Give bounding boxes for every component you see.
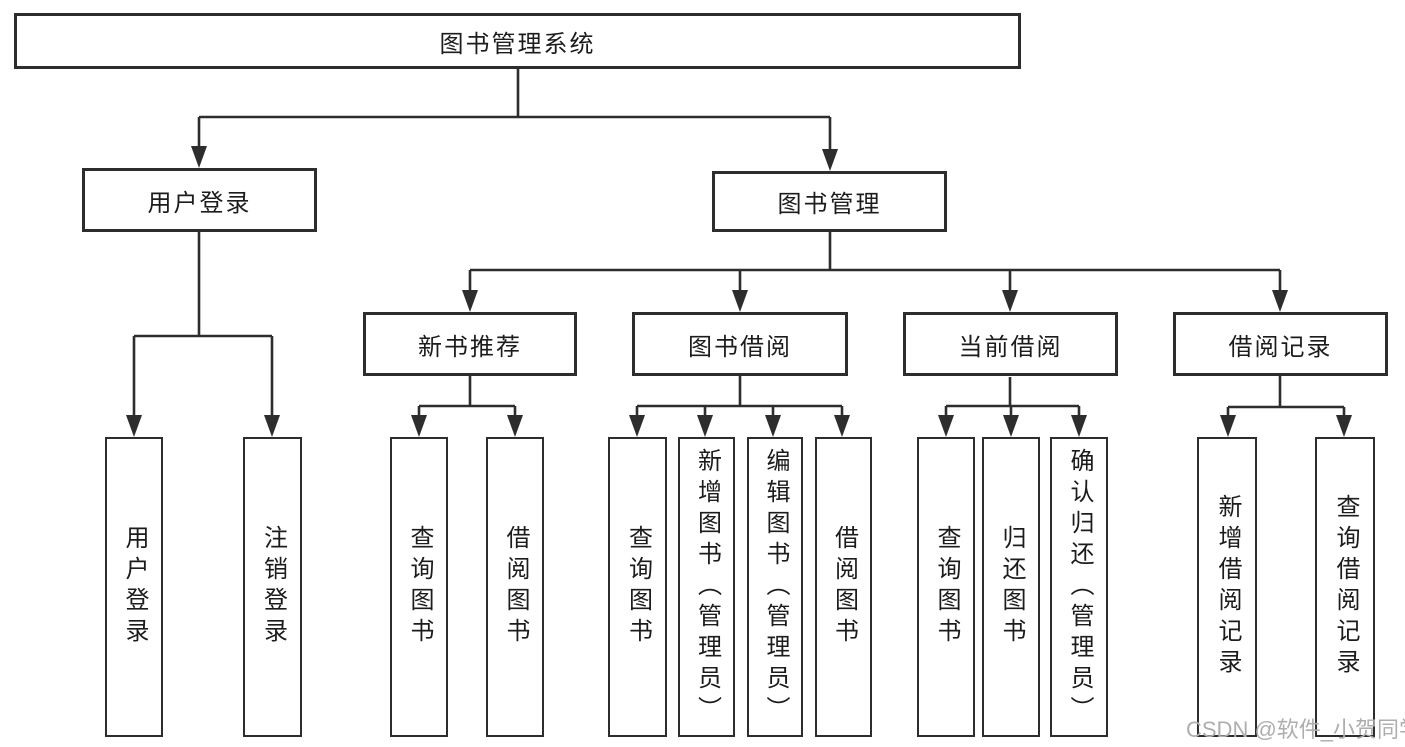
- leaf-return-books: 归还图书: [982, 437, 1040, 737]
- leaf-add-books-admin: 新增图书（管理员）: [678, 437, 735, 737]
- leaf-recommend-borrow-books: 借阅图书: [486, 437, 544, 737]
- leaf-logout-label: 注销登录: [259, 525, 287, 649]
- node-new-book-recommend-label: 新书推荐: [418, 333, 522, 361]
- leaf-borrow-books-label: 借阅图书: [830, 525, 858, 649]
- leaf-query-borrow-record: 查询借阅记录: [1315, 437, 1375, 737]
- leaf-recommend-query-books-label: 查询图书: [406, 525, 433, 649]
- leaf-user-login: 用户登录: [105, 437, 163, 737]
- leaf-confirm-return-admin-label: 确认归还（管理员）: [1066, 447, 1093, 727]
- leaf-recommend-borrow-books-label: 借阅图书: [502, 525, 529, 649]
- node-borrow-records: 借阅记录: [1173, 312, 1388, 376]
- leaf-borrow-query-books-label: 查询图书: [624, 525, 652, 649]
- node-user-login-label: 用户登录: [147, 189, 252, 217]
- leaf-confirm-return-admin: 确认归还（管理员）: [1050, 437, 1108, 737]
- leaf-edit-books-admin-label: 编辑图书（管理员）: [762, 447, 789, 727]
- csdn-watermark: CSDN @软件_小贺同学: [1186, 717, 1405, 742]
- node-current-borrow-label: 当前借阅: [958, 333, 1063, 361]
- node-current-borrow: 当前借阅: [903, 312, 1118, 376]
- leaf-recommend-query-books: 查询图书: [390, 437, 448, 737]
- node-book-borrow: 图书借阅: [632, 312, 848, 376]
- leaf-query-borrow-record-label: 查询借阅记录: [1332, 494, 1359, 680]
- node-root-label: 图书管理系统: [439, 30, 596, 58]
- node-root: 图书管理系统: [14, 13, 1021, 69]
- node-book-management-label: 图书管理: [777, 191, 882, 218]
- leaf-borrow-books: 借阅图书: [815, 437, 872, 737]
- leaf-current-query-books-label: 查询图书: [933, 525, 960, 649]
- arrowheads: [126, 146, 1352, 437]
- node-book-management: 图书管理: [712, 171, 947, 232]
- node-book-borrow-label: 图书借阅: [688, 333, 792, 361]
- leaf-add-borrow-record: 新增借阅记录: [1197, 437, 1257, 737]
- leaf-add-books-admin-label: 新增图书（管理员）: [693, 447, 721, 727]
- node-user-login: 用户登录: [82, 168, 317, 232]
- leaf-borrow-query-books: 查询图书: [608, 437, 667, 737]
- leaf-user-login-label: 用户登录: [121, 525, 148, 649]
- leaf-return-books-label: 归还图书: [998, 525, 1025, 649]
- leaf-current-query-books: 查询图书: [917, 437, 975, 737]
- node-borrow-records-label: 借阅记录: [1228, 333, 1333, 361]
- leaf-edit-books-admin: 编辑图书（管理员）: [747, 437, 803, 737]
- node-new-book-recommend: 新书推荐: [363, 312, 577, 376]
- leaf-logout: 注销登录: [243, 437, 302, 737]
- leaf-add-borrow-record-label: 新增借阅记录: [1214, 494, 1241, 680]
